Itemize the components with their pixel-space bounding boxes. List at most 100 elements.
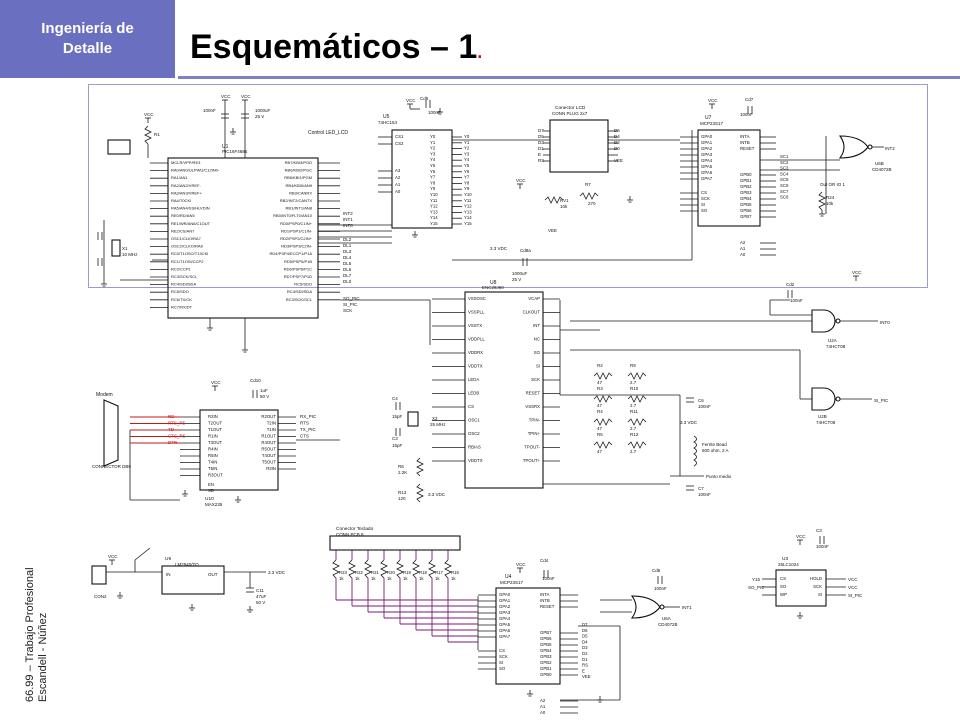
u1-left-pin: RC6/TX/CK <box>171 297 192 302</box>
tp-res-value: 2.7 <box>630 449 637 454</box>
gate-bubble <box>659 604 665 610</box>
cd5-ref: Cd5 <box>420 96 429 101</box>
u4-net: D4 <box>582 639 588 644</box>
u7-net: SC2 <box>780 160 789 165</box>
r24-value: 10k <box>826 201 834 206</box>
keyboard-res-value: 1k <box>451 576 456 581</box>
u5-output: Y5 <box>430 163 436 168</box>
u1-right-pin: RD1/PSP1/C1IN- <box>281 228 313 233</box>
tp-res-ref: R4 <box>597 409 603 414</box>
lcd-part: CONN PLUG 2x7 <box>552 111 588 116</box>
u5-output: Y6 <box>430 169 436 174</box>
tp-res-value: 2.7 <box>630 380 637 385</box>
r6-ref: R6 <box>398 464 404 469</box>
u10-pic-net: CTS <box>300 434 309 439</box>
u8-left-pin: LEDB <box>468 391 479 396</box>
u1-left-pin: RA5/AN4/SS/HLVDIN <box>171 206 210 211</box>
u1-left-pin: RE2/CS/AN7 <box>171 228 195 233</box>
u7-ref: U7 <box>705 115 712 121</box>
u7-right-pin: INTB <box>740 140 750 145</box>
u5-output: Y10 <box>430 192 438 197</box>
u7-left-pin: GPA2 <box>701 146 713 151</box>
u1-left-pin: RC0/T1OSO/T13CKI <box>171 251 208 256</box>
u3-left-pin: SO <box>780 584 787 589</box>
u8-left-pin: RBIAS <box>468 445 481 450</box>
u4-right-pin: GPB1 <box>540 666 552 671</box>
tp-resistor <box>627 372 647 380</box>
tp-resistor <box>627 441 647 449</box>
u8-left-pin: VSSTX <box>468 323 482 328</box>
u7-net: SC1 <box>780 154 789 159</box>
u4-net: D1 <box>582 657 588 662</box>
u4-net: RS <box>582 663 588 668</box>
keyboard-res-ref: R20 <box>387 570 395 575</box>
u1-net: DL4 <box>343 255 352 260</box>
section-badge-line2: Detalle <box>62 40 113 57</box>
u4-left-pin: GPA5 <box>499 622 511 627</box>
u8-right-pin: SI <box>536 364 540 369</box>
u10-right-pin: R5OUT <box>261 447 276 452</box>
u1-left-pin: RA4/T0CKI <box>171 198 191 203</box>
u1-left-pin: RC3/SCK/SCL <box>171 274 198 279</box>
cd10-value: 1uF <box>260 388 268 393</box>
u10-ref: U10 <box>205 496 214 502</box>
u8-right-pin: TPOUT+ <box>523 458 541 463</box>
u4-right-pin: RESET <box>540 604 555 609</box>
u1-right-pin: RC3/SCK/SCL <box>286 297 313 302</box>
u7-left-pin: GPA1 <box>701 140 713 145</box>
u5-output-net: Y11 <box>464 198 472 203</box>
lcd-left-net: D1 <box>538 146 544 151</box>
c11-ref: C11 <box>256 588 264 593</box>
u5-input: A3 <box>395 168 401 173</box>
u7-net: SC6 <box>780 183 789 188</box>
vcc-label: VCC <box>144 112 154 117</box>
u1-net: INT1 <box>343 217 353 222</box>
u8-vdd-label: 3.3 VDC <box>490 246 508 251</box>
slide-title: Esquemáticos – 1. <box>190 28 482 67</box>
u8-right-pin: SCK <box>531 377 540 382</box>
u3-vcc2: VCC <box>848 585 858 590</box>
u8-right-pin: VSSRX <box>525 404 540 409</box>
u7-right-pin: GPB0 <box>740 172 752 177</box>
u1-left-pin: OSC1/CLKI/RA7 <box>171 236 202 241</box>
u10-right-pin: R2OUT <box>261 414 276 419</box>
u10-left-pin: R4IN <box>208 447 218 452</box>
cd4-value: 100nF <box>542 576 555 581</box>
rv1-resistor <box>544 196 564 204</box>
u1-net: SI_PIC <box>343 302 358 307</box>
u9-regulator-body <box>161 565 225 595</box>
u10-right-pin: T5OUT <box>262 460 276 465</box>
cd2-value: 100nF <box>790 298 803 303</box>
u10-db9-net: TD <box>168 427 175 432</box>
lcd-left-net: E <box>538 152 541 157</box>
u10-left-pin: R2IN <box>208 414 218 419</box>
u1-left-pin: RC1/T1OSI/CCP2 <box>171 259 204 264</box>
r24-ref: R24 <box>826 195 835 200</box>
tp-resistor <box>593 395 613 403</box>
slide-title-text: Esquemáticos – 1 <box>190 28 478 66</box>
u8-right-pin: TPOUT- <box>524 445 540 450</box>
gate-bubble <box>835 318 841 324</box>
db9-connector <box>103 399 119 467</box>
u4-left-pin: GPA3 <box>499 610 511 615</box>
u7-part: MCP23S17 <box>700 121 724 126</box>
ferrite-value: 600 ohm, 2 A <box>702 448 729 453</box>
u10-part: MAX235 <box>205 502 223 507</box>
keyboard-resistor <box>444 559 452 579</box>
u8-left-pin: VDDPLL <box>468 337 485 342</box>
section-badge-line1: Ingeniería de <box>41 20 134 37</box>
r13-ref: R13 <box>398 490 407 495</box>
u7-expander-body <box>697 129 761 227</box>
u8-left-pin: LEDA <box>468 377 479 382</box>
u4-net: D5 <box>582 634 588 639</box>
u8-left-pin: VDDTX <box>468 458 483 463</box>
u10-right-pin: T2IN <box>267 421 276 426</box>
cd7-ref: Cd7 <box>745 97 754 102</box>
u5-input: A2 <box>395 175 401 180</box>
ferrite-vdd: 3.3 VDC <box>680 420 698 425</box>
u5-decoder-body <box>391 129 453 229</box>
u4-right-pin: GPB3 <box>540 654 552 659</box>
u10-left-pin: R5IN <box>208 453 218 458</box>
c11-voltage: 50 V <box>256 600 265 605</box>
lcd-left-net: D5 <box>538 134 544 139</box>
